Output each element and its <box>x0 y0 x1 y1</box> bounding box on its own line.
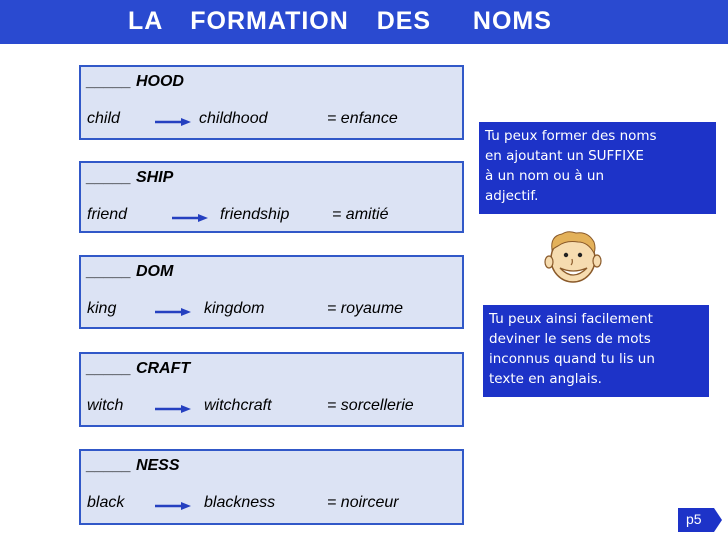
suffix-line: _____ SHIP <box>87 169 173 187</box>
base-word: black <box>87 494 125 511</box>
suffix-line: _____ HOOD <box>87 73 184 91</box>
info-line: en ajoutant un SUFFIXE <box>485 148 644 164</box>
info-line: deviner le sens de mots <box>489 331 651 347</box>
translation: = sorcellerie <box>327 397 414 414</box>
page-number: p5 <box>686 511 702 527</box>
blank-line: _____ <box>87 457 136 474</box>
next-page-button[interactable]: p5 <box>678 508 722 532</box>
suffix-box-hood: _____ HOOD child childhood = enfance <box>79 65 464 140</box>
info-line: à un nom ou à un <box>485 168 605 184</box>
info-box-meaning: Tu peux ainsi facilement deviner le sens… <box>483 305 709 397</box>
translation: = noirceur <box>327 494 399 511</box>
suffix-box-dom: _____ DOM king kingdom = royaume <box>79 255 464 329</box>
derived-word: kingdom <box>204 300 265 317</box>
suffix-box-ness: _____ NESS black blackness = noirceur <box>79 449 464 525</box>
suffix-line: _____ CRAFT <box>87 360 190 378</box>
right-arrow-icon <box>155 405 191 413</box>
right-arrow-icon <box>155 502 191 510</box>
info-line: texte en anglais. <box>489 371 602 387</box>
suffix-word: DOM <box>135 263 174 280</box>
base-word: witch <box>87 397 124 414</box>
translation: = amitié <box>332 206 389 223</box>
blank-line: _____ <box>87 263 136 280</box>
translation: = royaume <box>327 300 404 317</box>
derived-word: blackness <box>204 494 276 511</box>
base-word: friend <box>87 206 128 223</box>
right-arrow-icon <box>172 214 208 222</box>
blank-line: _____ <box>87 169 136 186</box>
smiling-face-icon <box>544 231 602 283</box>
info-box-suffix: Tu peux former des noms en ajoutant un S… <box>479 122 716 214</box>
derived-word: witchcraft <box>204 397 272 414</box>
info-line: Tu peux ainsi facilement <box>489 311 653 327</box>
suffix-box-ship: _____ SHIP friend friendship = amitié <box>79 161 464 233</box>
base-word: child <box>87 110 120 127</box>
suffix-word: HOOD <box>135 73 184 90</box>
info-line: adjectif. <box>485 188 539 204</box>
arrow-badge-icon <box>678 508 722 532</box>
suffix-line: _____ NESS <box>87 457 180 475</box>
right-arrow-icon <box>155 118 191 126</box>
suffix-line: _____ DOM <box>87 263 173 281</box>
title-bar: LA FORMATION DES NOMS <box>0 0 728 44</box>
derived-word: friendship <box>220 206 290 223</box>
blank-line: _____ <box>87 73 136 90</box>
info-line: inconnus quand tu lis un <box>489 351 655 367</box>
suffix-word: NESS <box>135 457 180 474</box>
blank-line: _____ <box>87 360 136 377</box>
suffix-word: SHIP <box>135 169 174 186</box>
translation: = enfance <box>327 110 398 127</box>
suffix-word: CRAFT <box>135 360 191 377</box>
suffix-box-craft: _____ CRAFT witch witchcraft = sorceller… <box>79 352 464 427</box>
derived-word: childhood <box>199 110 268 127</box>
base-word: king <box>87 300 117 317</box>
right-arrow-icon <box>155 308 191 316</box>
info-line: Tu peux former des noms <box>485 128 657 144</box>
page-title: LA FORMATION DES NOMS <box>128 7 552 35</box>
